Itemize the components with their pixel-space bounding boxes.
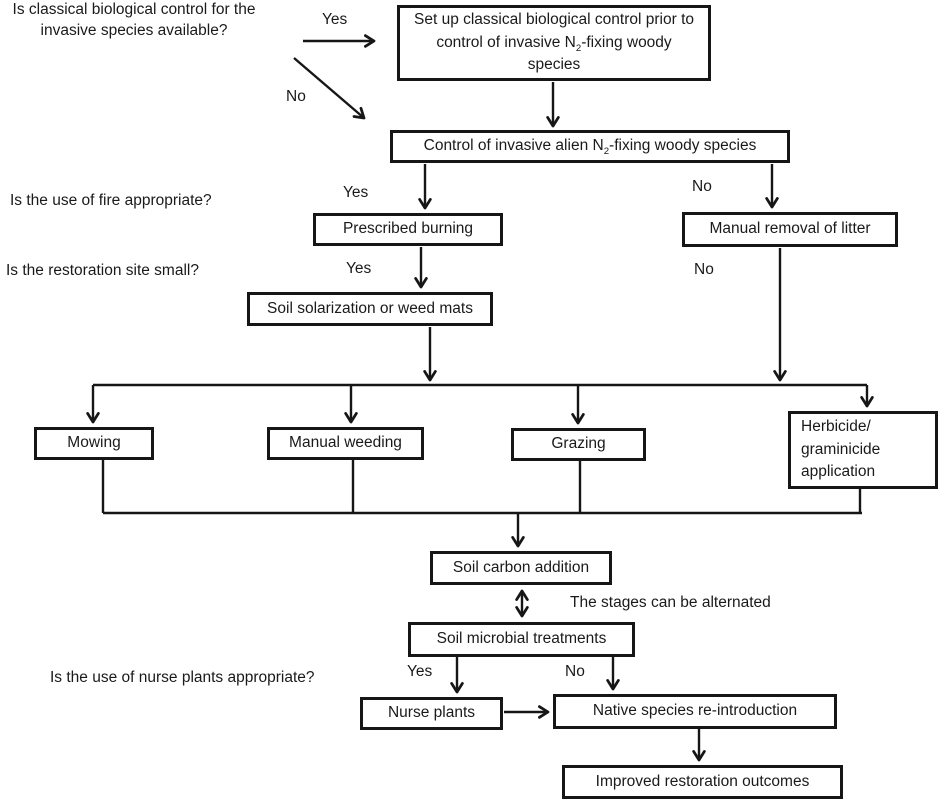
label-no-fire: No bbox=[692, 178, 712, 195]
node-manual-removal-litter: Manual removal of litter bbox=[682, 212, 898, 247]
node-prescribed-burning: Prescribed burning bbox=[313, 213, 503, 246]
label-yes-biocontrol: Yes bbox=[322, 11, 348, 28]
node-manual-weeding: Manual weeding bbox=[267, 427, 424, 460]
label-yes-site: Yes bbox=[346, 260, 372, 277]
node-control-invasive: Control of invasive alien N2-fixing wood… bbox=[390, 130, 790, 163]
node-setup-biocontrol: Set up classical biological control prio… bbox=[397, 5, 711, 81]
question-site: Is the restoration site small? bbox=[6, 262, 199, 279]
question-fire: Is the use of fire appropriate? bbox=[10, 192, 212, 209]
node-soil-microbial-treatments: Soil microbial treatments bbox=[408, 622, 635, 657]
question-biocontrol: Is classical biological control for the … bbox=[12, 1, 256, 39]
label-no-nurse: No bbox=[565, 663, 585, 680]
arrow-no-to-control bbox=[293, 57, 366, 120]
node-soil-solarization: Soil solarization or weed mats bbox=[247, 292, 493, 326]
label-no-site: No bbox=[694, 261, 714, 278]
node-nurse-plants: Nurse plants bbox=[360, 697, 503, 730]
node-mowing: Mowing bbox=[34, 427, 154, 460]
label-yes-fire: Yes bbox=[343, 184, 369, 201]
question-nurse: Is the use of nurse plants appropriate? bbox=[50, 669, 315, 686]
node-improved-restoration-outcomes: Improved restoration outcomes bbox=[562, 765, 843, 799]
label-stages-alternated: The stages can be alternated bbox=[570, 594, 771, 611]
node-herbicide-application: Herbicide/ graminicide application bbox=[788, 411, 938, 489]
label-no-biocontrol: No bbox=[286, 88, 306, 105]
label-yes-nurse: Yes bbox=[407, 663, 433, 680]
node-grazing: Grazing bbox=[511, 428, 646, 461]
node-soil-carbon-addition: Soil carbon addition bbox=[430, 551, 612, 585]
node-native-species-reintroduction: Native species re-introduction bbox=[553, 694, 837, 729]
